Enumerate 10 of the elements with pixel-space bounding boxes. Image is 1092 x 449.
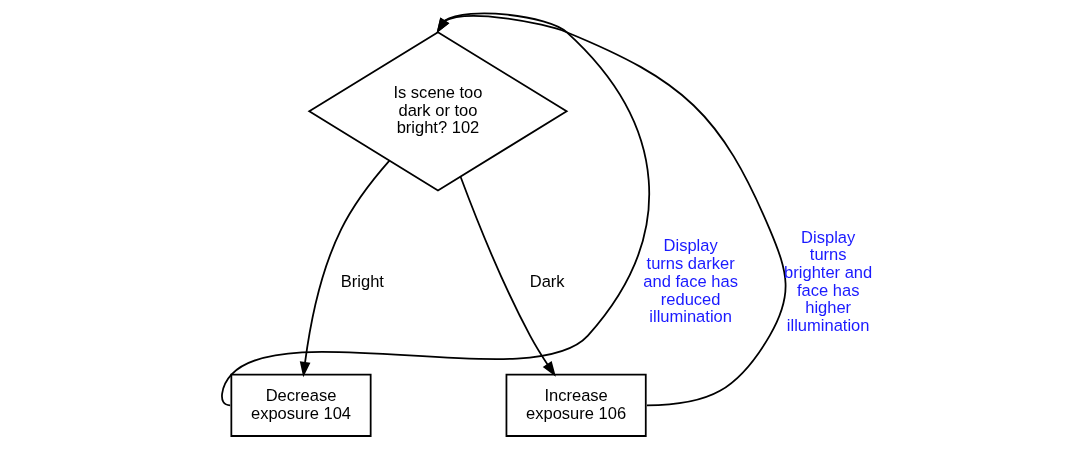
arrow <box>459 176 556 377</box>
edge-label: Bright <box>340 271 384 291</box>
node-diamond: Is scene too dark or too bright? 102 <box>307 31 568 192</box>
edge-label: Display turns darker and face has reduced illumination <box>642 236 738 327</box>
node-box: Increase exposure 106 <box>505 373 647 437</box>
edge-label: Display turns brighter and face has higher illumination <box>783 227 872 336</box>
edge-label: Dark <box>529 271 565 291</box>
node-box: Decrease exposure 104 <box>229 373 372 437</box>
arrow <box>436 15 786 407</box>
arrow <box>299 159 390 378</box>
